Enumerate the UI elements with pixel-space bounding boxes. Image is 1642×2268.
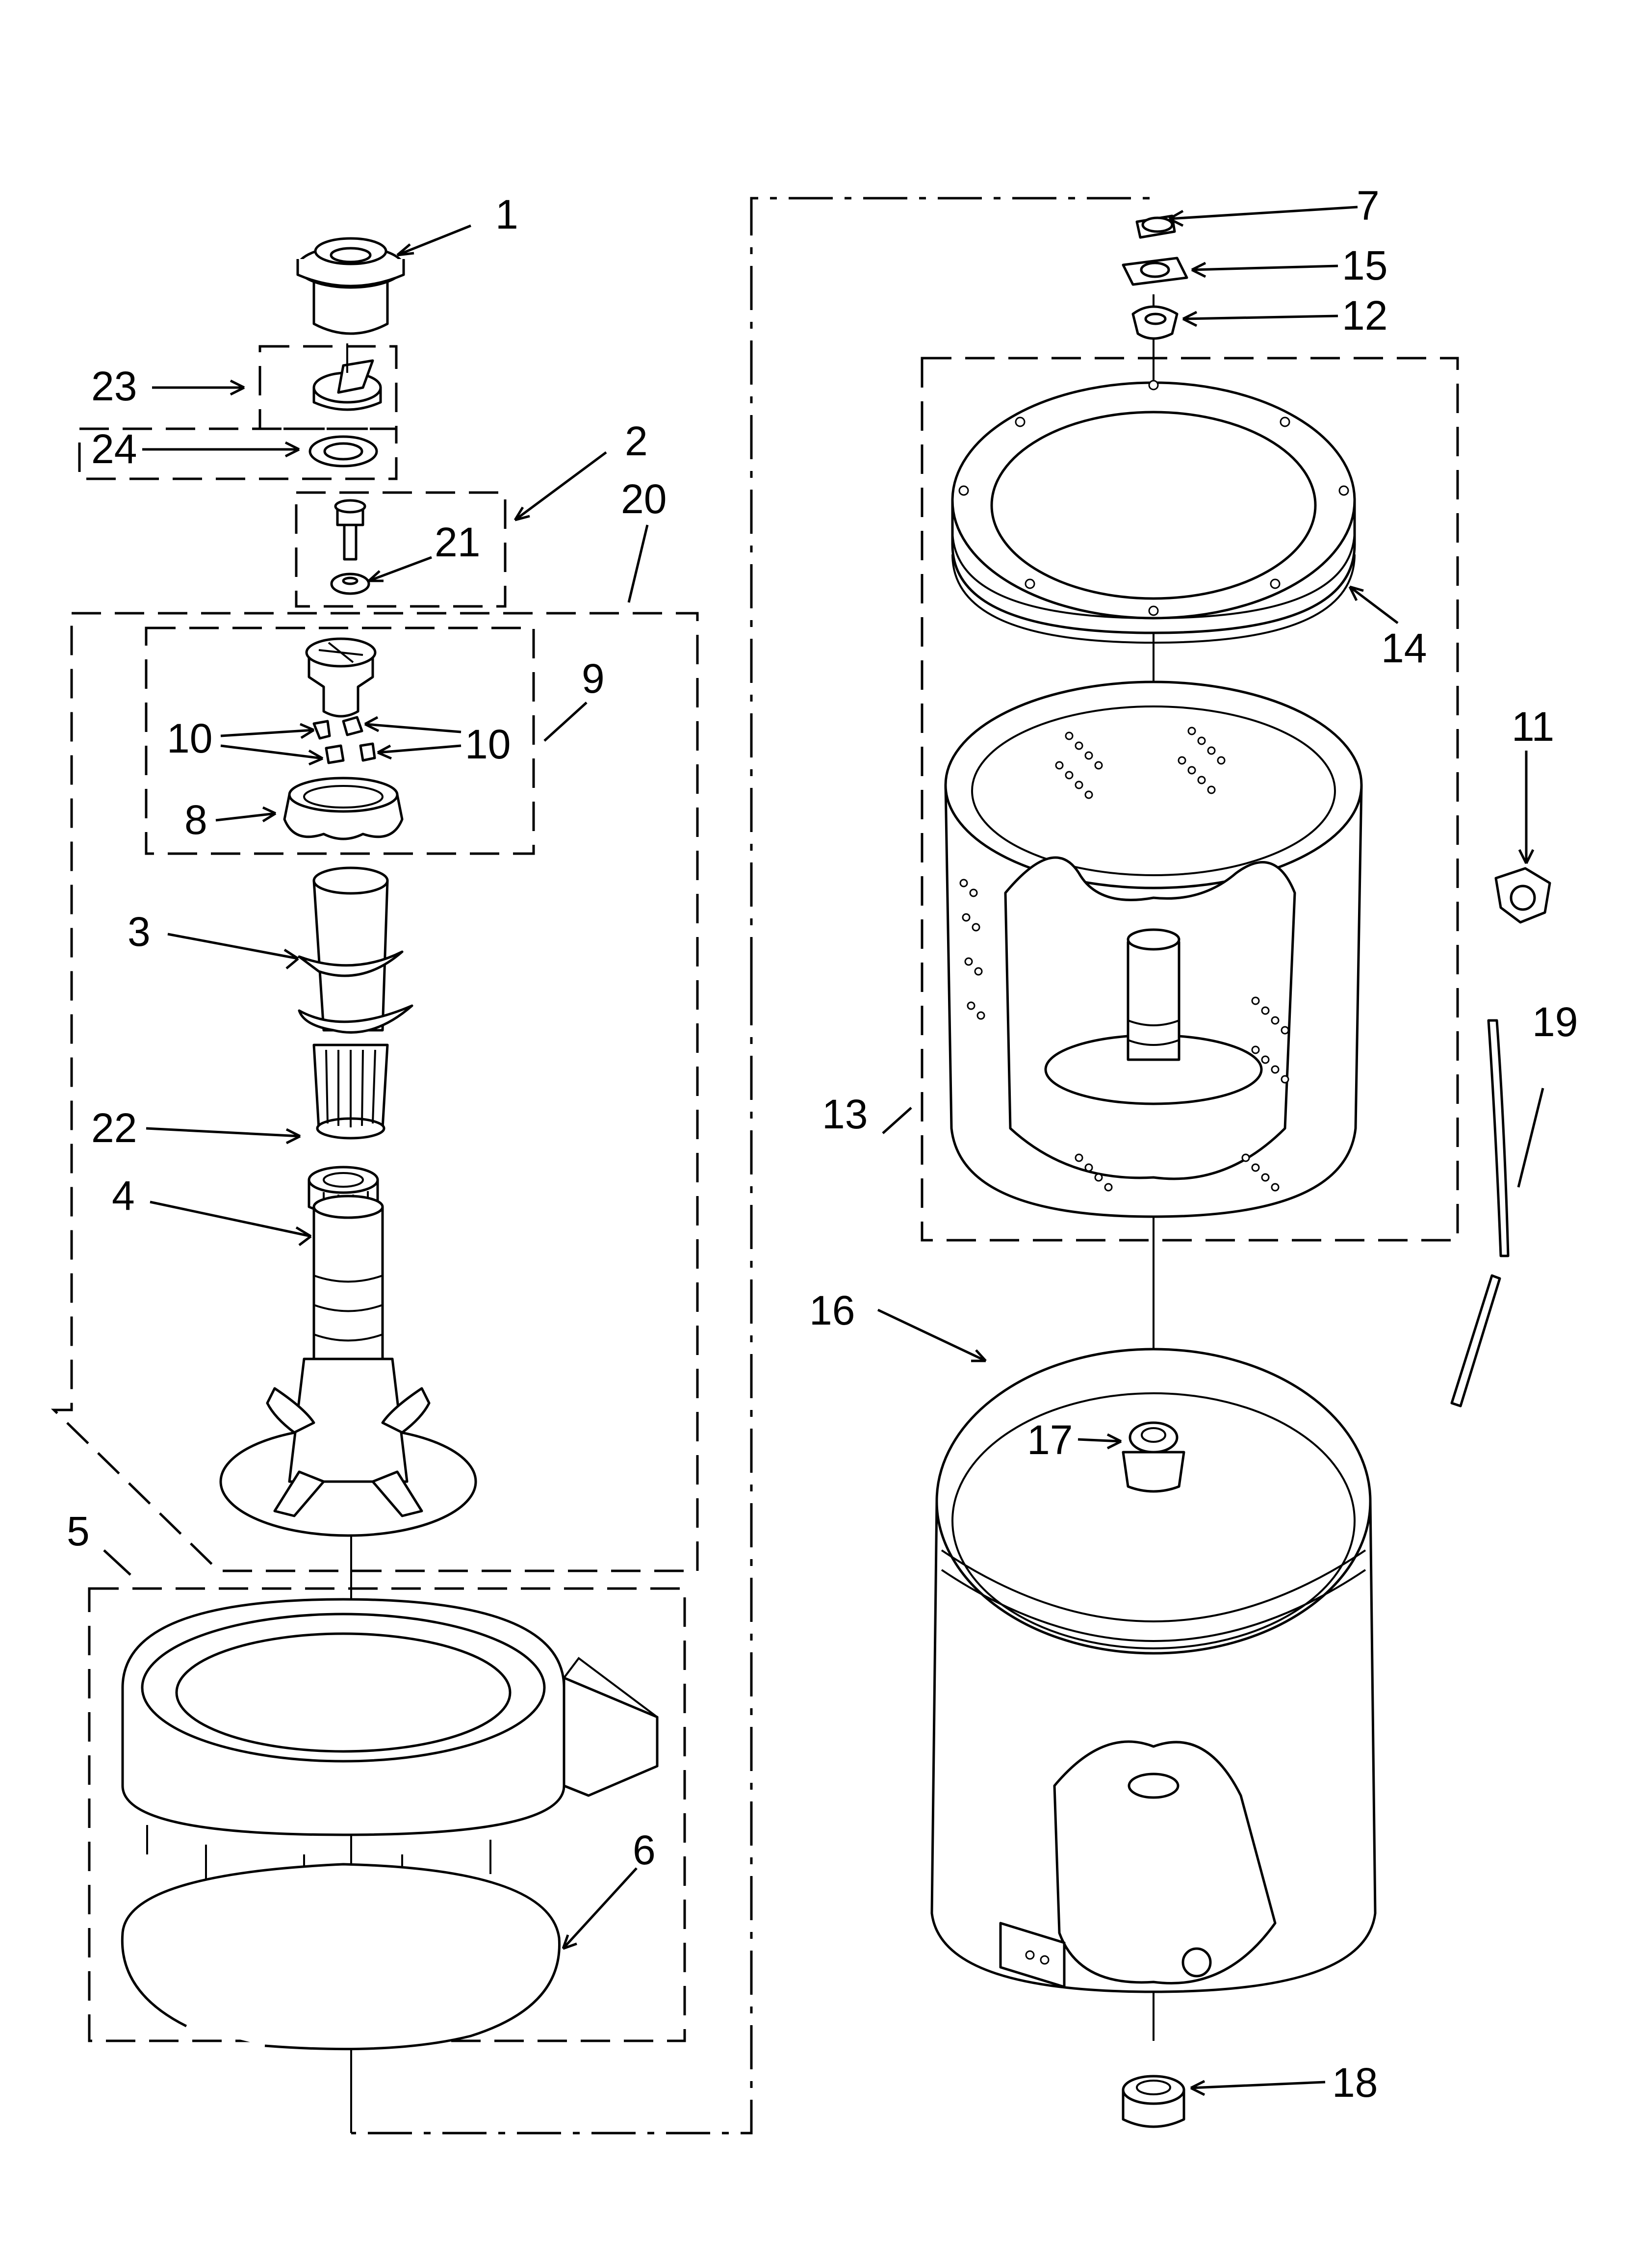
callout-8: 8 (184, 797, 207, 843)
callout-22: 22 (91, 1105, 137, 1151)
group-box-13-14 (921, 357, 1459, 1242)
group-box-2 (295, 491, 507, 608)
hose (1450, 1019, 1510, 1408)
spanner-nut (1131, 305, 1179, 340)
callout-15: 15 (1342, 242, 1387, 288)
bearing (1122, 2075, 1185, 2128)
agitator-extension (298, 866, 413, 1140)
callout-9: 9 (582, 655, 605, 702)
agitator-dogs (312, 716, 376, 764)
assembly-connector (351, 197, 1154, 2135)
bolt (334, 499, 366, 561)
callout-11: 11 (1512, 704, 1554, 750)
callout-23: 23 (91, 363, 137, 409)
group-box-9 (145, 626, 535, 855)
tub-ring (121, 1598, 659, 1894)
callout-21: 21 (435, 519, 480, 565)
spin-basket (944, 680, 1363, 1218)
callout-4: 4 (112, 1173, 135, 1219)
agitator-base (219, 1195, 477, 1537)
fabric-softener-cup (312, 343, 382, 411)
callout-16: 16 (809, 1287, 855, 1333)
group-box-23 (258, 345, 398, 430)
callout-5: 5 (67, 1508, 90, 1554)
drive-clip (1135, 214, 1176, 239)
callout-2: 2 (625, 418, 648, 464)
group-box-24 (78, 427, 398, 480)
callout-17: 17 (1027, 1417, 1073, 1463)
callout-12: 12 (1342, 292, 1387, 339)
callout-10-left: 10 (167, 715, 212, 761)
hub-seal (1122, 1421, 1185, 1493)
callout-13: 13 (822, 1091, 868, 1137)
seal-ring (308, 435, 378, 468)
callout-6: 6 (633, 1827, 656, 1873)
cam (305, 637, 377, 718)
hose-clip (1494, 867, 1551, 924)
agitator-cap (296, 237, 405, 335)
outer-tub (930, 1348, 1377, 1993)
callout-24: 24 (91, 426, 137, 472)
tub-seal (121, 1863, 561, 2051)
callout-18: 18 (1332, 2059, 1378, 2106)
callout-20: 20 (621, 476, 667, 522)
callout-19: 19 (1532, 999, 1578, 1045)
balance-ring (951, 380, 1356, 644)
washer (330, 573, 370, 595)
callout-3: 3 (128, 909, 151, 955)
group-box-20 (51, 612, 699, 1572)
callout-1: 1 (495, 191, 518, 237)
leader-lines (103, 206, 1544, 2096)
cam-ring (283, 777, 404, 840)
callout-10-right: 10 (465, 721, 511, 767)
drive-block (1122, 257, 1188, 286)
callout-14: 14 (1381, 625, 1427, 671)
callout-7: 7 (1357, 182, 1380, 229)
